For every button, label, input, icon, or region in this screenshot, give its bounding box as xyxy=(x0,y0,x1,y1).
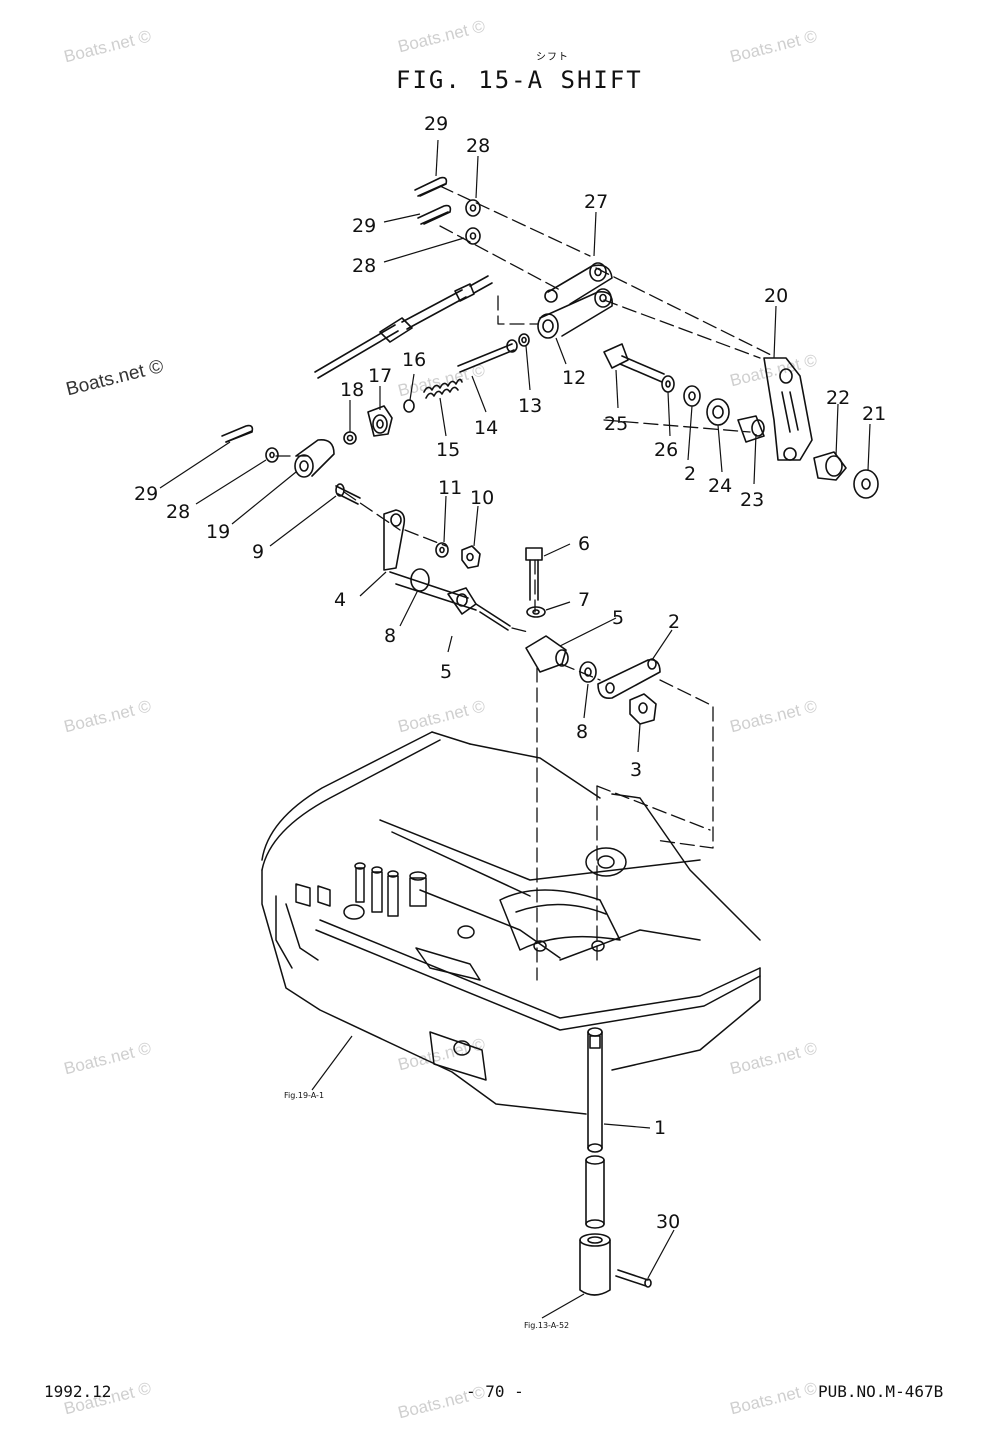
figure-title: FIG. 15-A SHIFT xyxy=(396,66,643,94)
callout-label: 14 xyxy=(474,417,498,439)
callout-label: 2 xyxy=(668,611,680,633)
bushing-22 xyxy=(813,451,847,481)
washer-11 xyxy=(435,542,449,558)
callout-label: 30 xyxy=(656,1211,680,1233)
shift-cable xyxy=(314,275,493,379)
callout-label: 1 xyxy=(654,1117,666,1139)
leader-lines xyxy=(159,139,871,1319)
callout-label: 21 xyxy=(862,403,886,425)
callout-label: 8 xyxy=(576,721,588,743)
callout-label: 17 xyxy=(368,365,392,387)
callout-label: 5 xyxy=(612,607,624,629)
callout-label: 24 xyxy=(708,475,732,497)
bolt-25 xyxy=(603,343,665,383)
callout-label: 28 xyxy=(466,135,490,157)
link-2-lower xyxy=(597,658,661,700)
callout-label: 11 xyxy=(438,477,462,499)
callout-label: 15 xyxy=(436,439,460,461)
callout-label: 4 xyxy=(334,589,346,611)
clip-29-upper xyxy=(414,176,448,197)
washer-28-lower xyxy=(465,227,481,245)
callout-label: 20 xyxy=(764,285,788,307)
callout-label: 25 xyxy=(604,413,628,435)
lower-figure-reference: Fig.13-A-52 xyxy=(524,1321,569,1330)
nut-10 xyxy=(461,545,481,569)
clip-29-left xyxy=(221,424,254,443)
washer-21 xyxy=(853,469,879,499)
lower-cowling xyxy=(261,731,761,1115)
callout-label: 26 xyxy=(654,439,678,461)
callout-label: 29 xyxy=(352,215,376,237)
callout-label: 19 xyxy=(206,521,230,543)
spring-15 xyxy=(423,378,463,399)
part-callouts: 29 28 29 28 27 20 12 13 16 17 18 14 15 2… xyxy=(134,113,886,1233)
callout-label: 29 xyxy=(424,113,448,135)
collar-8 xyxy=(410,568,430,592)
callout-label: 28 xyxy=(166,501,190,523)
washer-13 xyxy=(518,333,530,347)
nut-3 xyxy=(629,693,657,725)
callout-label: 7 xyxy=(578,589,590,611)
washer-26 xyxy=(661,375,675,393)
callout-label: 9 xyxy=(252,541,264,563)
publication-number: PUB.NO.M-467B xyxy=(818,1382,944,1401)
rod-14 xyxy=(457,339,518,373)
fitting-5-left xyxy=(447,587,511,631)
callout-label: 8 xyxy=(384,625,396,647)
callout-label: 29 xyxy=(134,483,158,505)
callout-label: 12 xyxy=(562,367,586,389)
fitting-5-right xyxy=(525,635,569,673)
bolt-6 xyxy=(525,547,543,601)
callout-label: 22 xyxy=(826,387,850,409)
footer-date: 1992.12 xyxy=(44,1382,112,1401)
pin-9 xyxy=(335,483,361,505)
washer-16 xyxy=(403,399,415,413)
washer-28-left xyxy=(265,447,279,463)
callout-label: 6 xyxy=(578,533,590,555)
callout-label: 10 xyxy=(470,487,494,509)
callout-label: 16 xyxy=(402,349,426,371)
shift-rod-1 xyxy=(585,1027,605,1229)
title-furigana: シフト xyxy=(536,52,569,63)
washer-7 xyxy=(526,606,546,618)
clip-29-lower xyxy=(417,204,452,225)
collar-23 xyxy=(737,415,765,443)
nut-18 xyxy=(343,431,357,445)
washer-2-upper xyxy=(683,385,701,407)
callout-label: 3 xyxy=(630,759,642,781)
bracket-27 xyxy=(537,262,614,339)
joint-19 xyxy=(294,438,335,478)
lever-20 xyxy=(763,357,813,461)
connector-30-body xyxy=(579,1233,611,1296)
cowling-figure-reference: Fig.19-A-1 xyxy=(284,1091,324,1100)
callout-label: 2 xyxy=(684,463,696,485)
washer-24 xyxy=(706,398,730,426)
pin-30 xyxy=(615,1269,652,1288)
callout-label: 27 xyxy=(584,191,608,213)
washer-8-right xyxy=(579,661,597,683)
callout-label: 18 xyxy=(340,379,364,401)
callout-label: 23 xyxy=(740,489,764,511)
assembly-axis-lines xyxy=(275,185,776,981)
stopper-17 xyxy=(367,405,393,437)
callout-label: 28 xyxy=(352,255,376,277)
page-number: - 70 - xyxy=(466,1382,524,1401)
callout-label: 13 xyxy=(518,395,542,417)
washer-28-upper xyxy=(465,199,481,217)
callout-label: 5 xyxy=(440,661,452,683)
